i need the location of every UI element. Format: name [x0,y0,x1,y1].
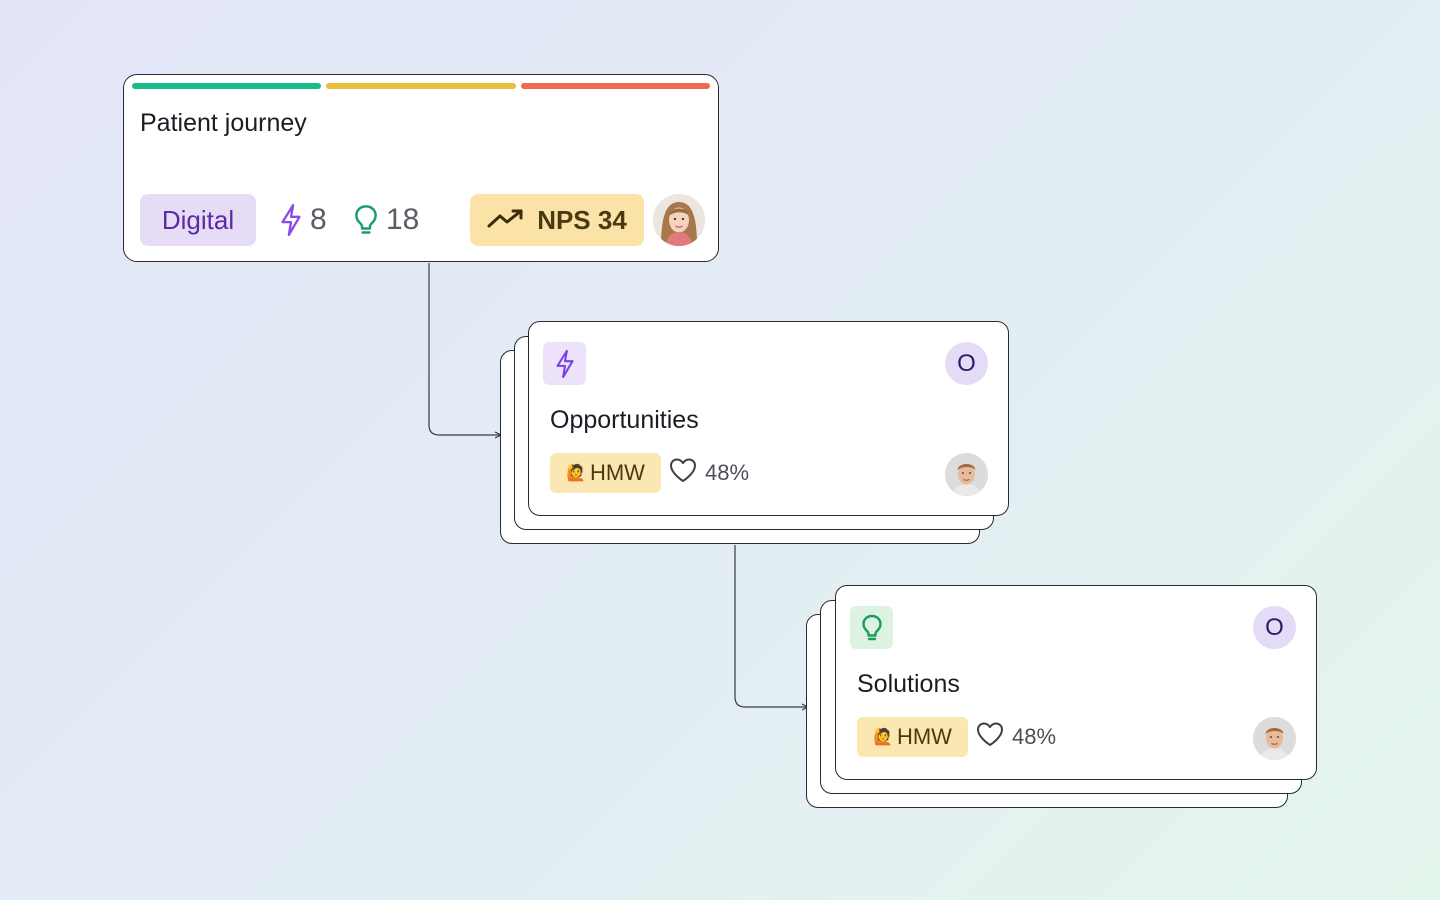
trend-up-icon [487,205,525,236]
avatar-man-image [945,453,988,496]
opportunities-count: 8 [310,203,327,236]
progress-bar-yellow [326,83,516,89]
avatar-man-image [1253,717,1296,760]
nps-label: NPS 34 [537,204,627,235]
nps-badge[interactable]: NPS 34 [470,194,644,246]
progress-bar-red [520,83,710,89]
hmw-label: HMW [896,724,952,749]
heart-icon [976,721,1004,753]
avatar-woman-image [653,194,705,246]
hmw-badge[interactable]: 🙋 HMW [550,453,661,493]
opportunities-card[interactable]: O Opportunities 🙋 HMW 48% [528,321,1009,516]
avatar[interactable] [653,194,705,246]
like-percent: 48% [705,460,750,485]
raising-hand-icon: 🙋 [566,465,586,482]
lightning-icon [543,342,586,385]
like-button[interactable]: 48% [669,453,749,493]
avatar[interactable] [1253,717,1296,760]
like-button[interactable]: 48% [976,717,1056,757]
journey-title: Patient journey [140,109,307,137]
solutions-title: Solutions [857,670,960,698]
lightbulb-icon [850,606,893,649]
owner-badge[interactable]: O [945,342,988,385]
journey-card[interactable]: Patient journey Digital 8 18 NPS 34 [123,74,719,262]
digital-tag[interactable]: Digital [140,194,256,246]
solutions-stat[interactable]: 18 [352,194,419,246]
hmw-badge[interactable]: 🙋 HMW [857,717,968,757]
hmw-label: HMW [589,460,645,485]
connector-journey-to-opportunities [428,263,500,436]
solutions-count: 18 [386,203,420,236]
avatar[interactable] [945,453,988,496]
lightning-icon [278,203,304,237]
lightbulb-icon [352,203,380,237]
progress-bars [132,83,710,89]
heart-icon [669,457,697,489]
like-percent: 48% [1012,724,1057,749]
raising-hand-icon: 🙋 [873,729,893,746]
connector-opportunities-to-solutions [734,545,807,708]
opportunities-title: Opportunities [550,406,699,434]
opportunities-stat[interactable]: 8 [278,194,327,246]
owner-badge[interactable]: O [1253,606,1296,649]
progress-bar-green [132,83,322,89]
solutions-card[interactable]: O Solutions 🙋 HMW 48% [835,585,1317,780]
